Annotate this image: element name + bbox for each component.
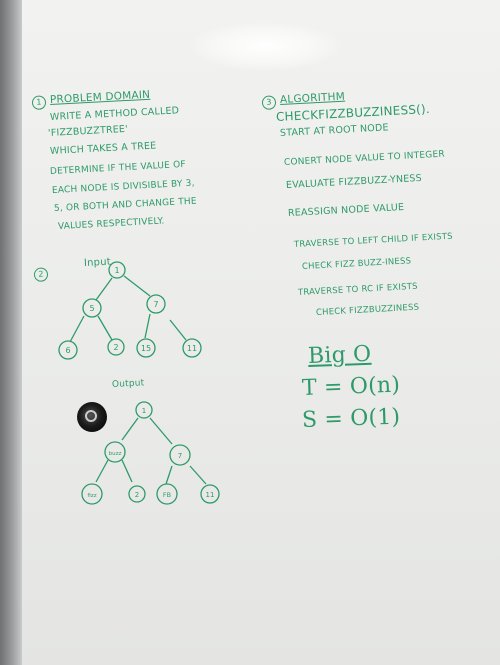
input-edge (123, 275, 151, 297)
input-tree-edges (69, 275, 187, 343)
input-node (58, 340, 78, 360)
magnet-ring (85, 410, 97, 422)
output-node-label: 1 (142, 407, 146, 415)
light-glare (190, 22, 340, 70)
input-edge (97, 315, 113, 341)
input-edge (169, 319, 187, 341)
input-node-label: 15 (141, 344, 151, 353)
input-node-label: 6 (65, 346, 70, 355)
magnet (77, 402, 107, 432)
input-node-label: 11 (187, 344, 197, 353)
output-edge (121, 417, 139, 441)
output-node-label: fizz (87, 493, 96, 499)
output-node (81, 483, 103, 505)
output-node (169, 444, 191, 466)
output-edge (165, 465, 173, 485)
input-tree-labels: 1 5 7 6 2 15 11 (65, 266, 197, 355)
input-node-label: 2 (113, 343, 118, 352)
output-node (135, 401, 153, 419)
output-node-label: buzz (109, 451, 122, 457)
output-tree-labels: 1 buzz 7 fizz 2 FB 11 (87, 407, 214, 499)
input-edge (69, 315, 85, 343)
output-edge (95, 459, 109, 483)
output-tree-nodes (81, 401, 220, 505)
whiteboard-frame (0, 0, 22, 665)
input-node (107, 338, 125, 356)
output-node (104, 441, 126, 463)
input-node (182, 338, 202, 358)
output-edge (189, 465, 207, 485)
input-edge (95, 277, 113, 301)
input-node (136, 338, 156, 358)
output-edge (121, 459, 133, 483)
output-node (128, 485, 146, 503)
input-node-label: 5 (89, 304, 94, 313)
output-edge (149, 417, 173, 445)
input-node (82, 298, 102, 318)
output-node (200, 484, 220, 504)
input-node-label: 1 (114, 266, 119, 275)
input-edge (144, 313, 151, 339)
output-node-label: 11 (206, 491, 215, 499)
input-node (108, 261, 126, 279)
output-node-label: FB (163, 491, 171, 499)
input-node (146, 294, 166, 314)
output-node-label: 2 (135, 491, 139, 499)
output-tree-edges (95, 417, 207, 485)
output-node-label: 7 (178, 452, 182, 460)
output-node (156, 483, 178, 505)
input-node-label: 7 (153, 300, 158, 309)
input-tree-nodes (58, 261, 202, 360)
